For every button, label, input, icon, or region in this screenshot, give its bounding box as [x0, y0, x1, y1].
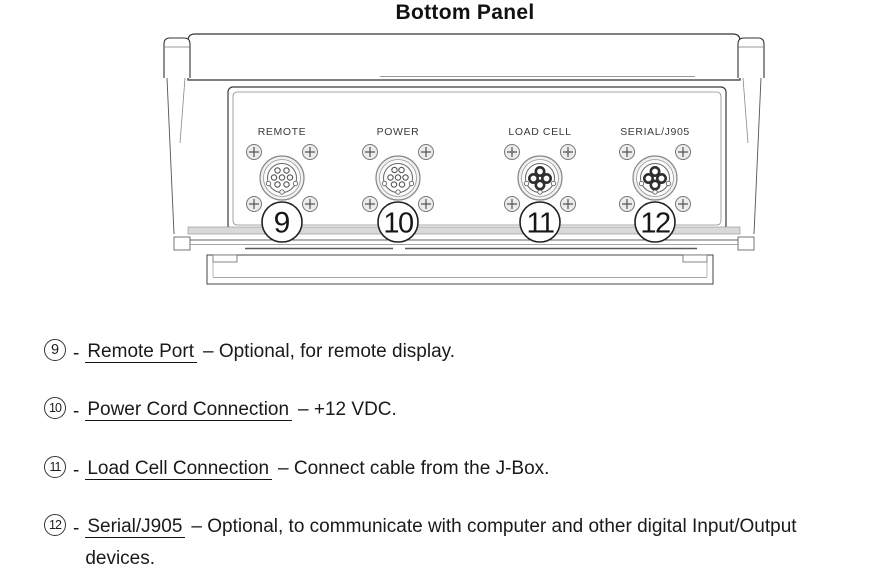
page-title: Bottom Panel	[395, 1, 535, 24]
screw-icon	[246, 144, 318, 212]
legend-item-power-cord: 10 - Power Cord Connection– +12 VDC.	[44, 394, 854, 428]
legend-description: – Connect cable from the J-Box.	[278, 457, 550, 479]
connector-label-remote: REMOTE	[258, 126, 307, 138]
legend-text: Serial/J905– Optional, to communicate wi…	[85, 511, 840, 576]
connector-power: POWER 10	[362, 126, 434, 243]
legend-term: Load Cell Connection	[85, 457, 273, 480]
bottom-panel-diagram: REMOTE 9 POWER 10	[155, 28, 775, 290]
pins-4	[528, 166, 552, 191]
pins-4	[643, 166, 667, 191]
legend-description: – Optional, to communicate with computer…	[85, 515, 797, 570]
pins-7	[387, 166, 409, 188]
connector-label-load-cell: LOAD CELL	[508, 126, 571, 138]
enclosure-top-band	[187, 33, 741, 81]
legend-separator: -	[73, 459, 80, 481]
legend-separator: -	[73, 401, 80, 423]
legend: 9 - Remote Port– Optional, for remote di…	[44, 336, 854, 576]
legend-number-9: 9	[44, 339, 66, 361]
legend-text: Load Cell Connection– Connect cable from…	[85, 453, 549, 485]
legend-item-serial-j905: 12 - Serial/J905– Optional, to communica…	[44, 511, 854, 576]
legend-item-load-cell: 11 - Load Cell Connection– Connect cable…	[44, 453, 854, 487]
callout-number-12: 12	[640, 208, 670, 240]
connector-label-serial-j905: SERIAL/J905	[620, 126, 690, 138]
legend-text: Power Cord Connection– +12 VDC.	[85, 394, 397, 426]
callout-circle-12	[634, 201, 676, 243]
legend-number-11: 11	[44, 455, 66, 478]
screw-icon	[504, 144, 576, 212]
legend-term: Power Cord Connection	[85, 399, 293, 422]
screw-icon	[362, 144, 434, 212]
legend-number-10: 10	[44, 397, 66, 420]
callout-circle-10	[377, 201, 419, 243]
legend-text: Remote Port– Optional, for remote displa…	[85, 336, 455, 368]
callout-number-10: 10	[383, 208, 413, 240]
pins-7	[270, 167, 294, 188]
callout-circle-11	[519, 201, 561, 243]
connector-label-power: POWER	[377, 126, 420, 138]
callout-number-9: 9	[274, 207, 291, 240]
legend-number-12: 12	[44, 513, 66, 536]
bottom-panel-drawing: REMOTE 9 POWER 10	[163, 33, 765, 285]
legend-description: – Optional, for remote display.	[202, 341, 456, 362]
screw-icon	[619, 144, 691, 212]
legend-description: – +12 VDC.	[298, 399, 397, 421]
legend-term: Remote Port	[85, 341, 197, 363]
legend-term: Serial/J905	[85, 515, 186, 538]
mounting-base-strip	[206, 254, 714, 285]
corner-bumper-right	[737, 37, 765, 235]
connector-panel	[227, 86, 727, 231]
legend-separator: -	[73, 343, 80, 364]
callout-number-11: 11	[526, 208, 553, 240]
connector-load-cell: LOAD CELL 11	[504, 126, 576, 243]
connector-serial-j905: SERIAL/J905 12	[619, 126, 691, 243]
connector-remote: REMOTE 9	[246, 126, 318, 243]
callout-circle-9	[261, 201, 303, 243]
corner-bumper-left	[163, 37, 191, 235]
legend-item-remote-port: 9 - Remote Port– Optional, for remote di…	[44, 336, 854, 370]
legend-separator: -	[73, 517, 80, 539]
